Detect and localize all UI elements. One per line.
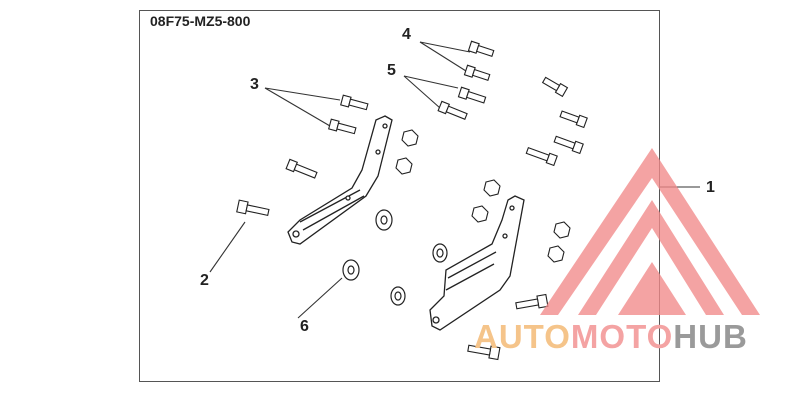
watermark-moto: MOTO	[570, 318, 674, 355]
bolt-group-5	[437, 86, 487, 120]
callout-6: 6	[300, 318, 309, 335]
leader-line-3	[264, 87, 341, 101]
watermark-hub: HUB	[673, 318, 748, 355]
bolt-group-4	[463, 40, 495, 81]
part-code-label: 08F75-MZ5-800	[150, 13, 251, 29]
callout-5: 5	[387, 62, 396, 79]
diagram-frame	[139, 10, 660, 382]
leader-line-4	[419, 41, 471, 53]
bolt-part-2	[236, 199, 270, 217]
watermark-text: AUTOMOTOHUB	[474, 318, 748, 356]
callout-4: 4	[402, 26, 411, 43]
watermark-logo	[540, 148, 760, 315]
nut-group	[395, 129, 571, 263]
callout-3: 3	[250, 76, 259, 93]
bolt-group-3	[285, 94, 369, 179]
watermark-auto: AUTO	[474, 318, 571, 355]
right-bracket	[429, 195, 525, 331]
bolt-group-right	[467, 76, 588, 361]
leader-line-5	[403, 75, 459, 89]
callout-1: 1	[706, 179, 715, 196]
collar-group-6	[342, 209, 448, 306]
leader-line-6	[297, 277, 343, 319]
left-bracket	[287, 115, 393, 245]
leader-line-2	[209, 221, 246, 273]
callout-2: 2	[200, 272, 209, 289]
